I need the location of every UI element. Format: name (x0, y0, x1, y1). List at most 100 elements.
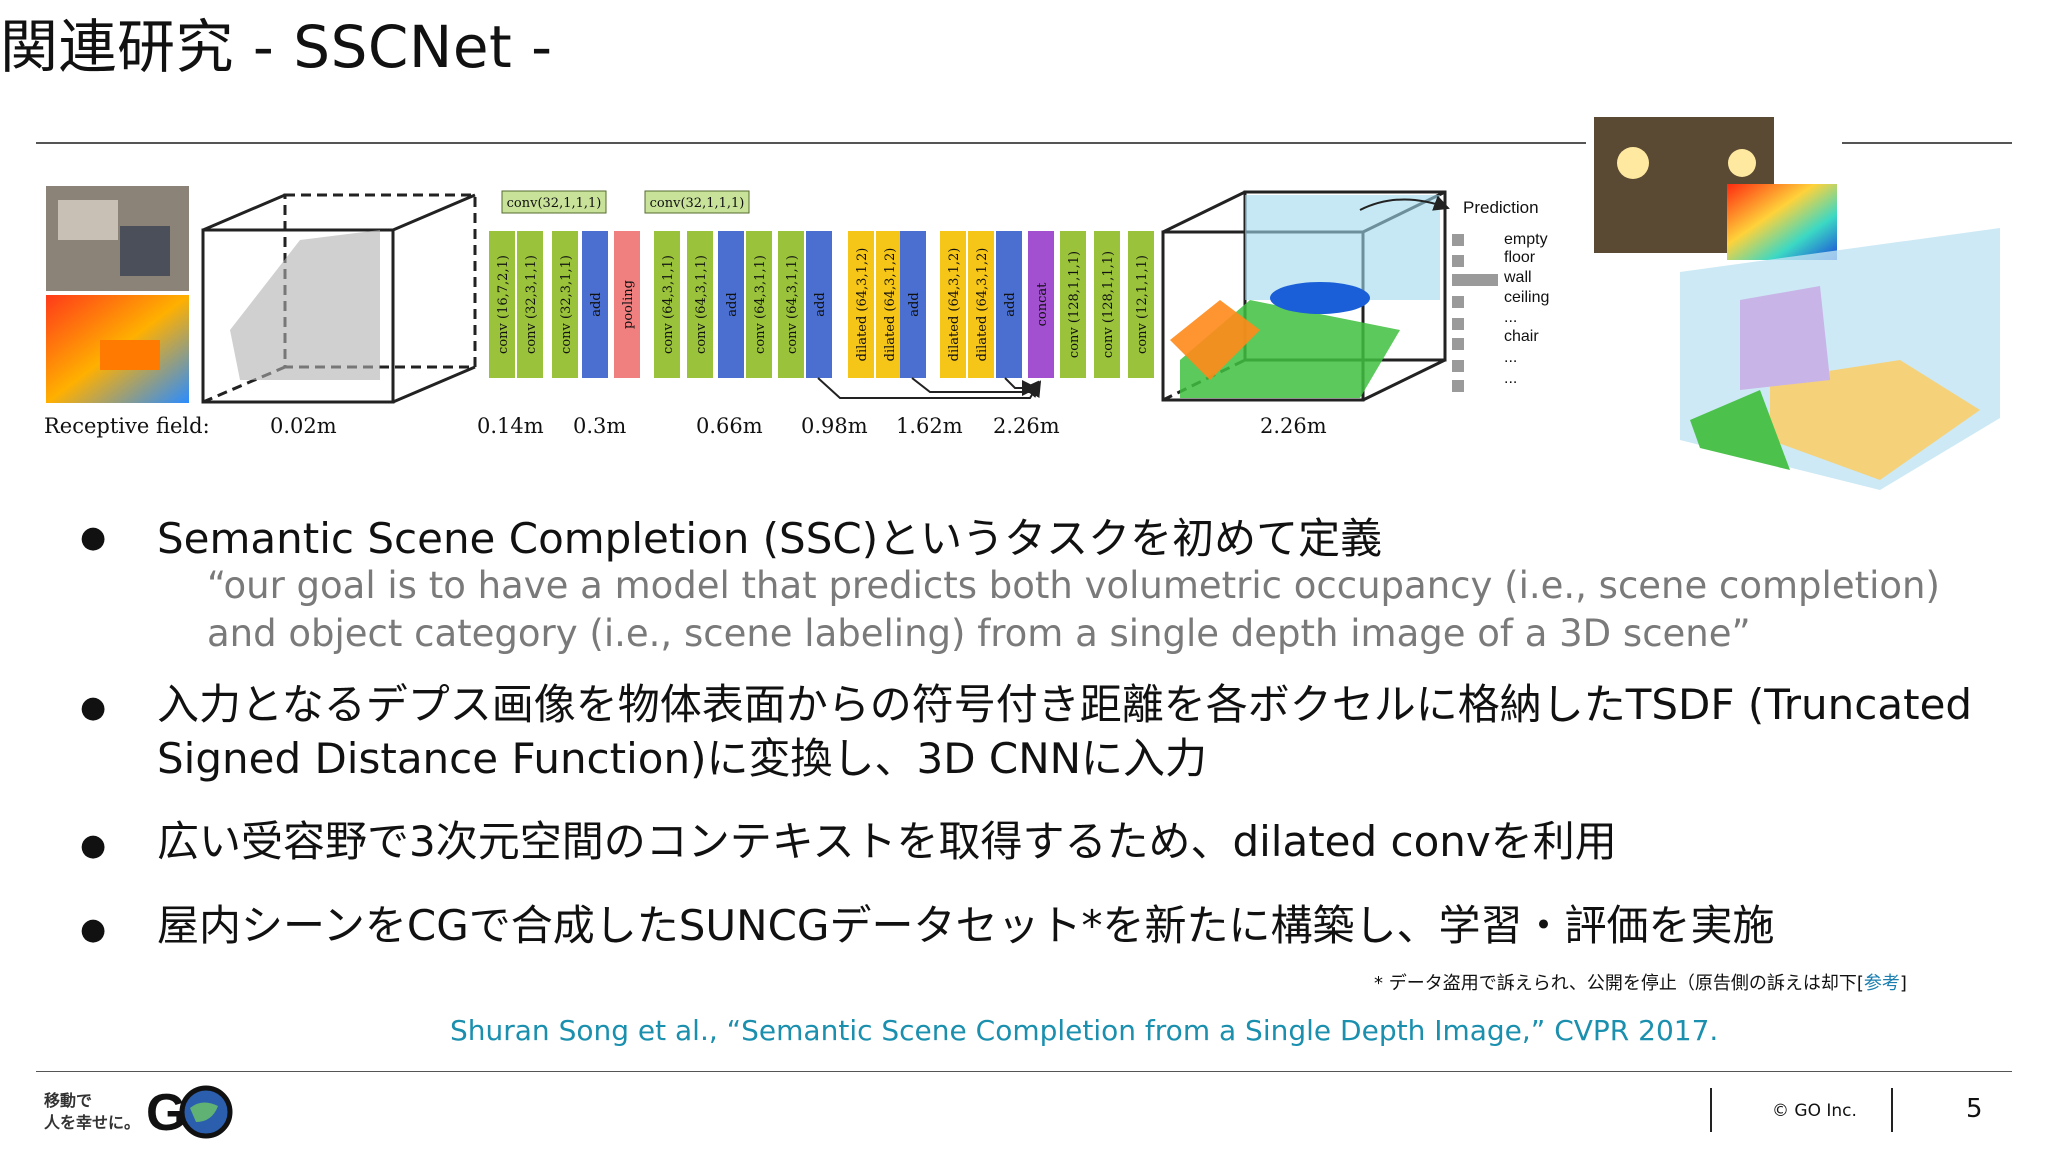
prediction-class: floor (1504, 249, 1536, 266)
prediction-class-list: emptyfloorwallceiling...chair...... (1452, 231, 1549, 392)
tsdf-points (230, 230, 380, 380)
layer-label: concat (1035, 282, 1050, 327)
bedroom-voxel-floor (1690, 390, 1790, 470)
tagline-line-2: 人を幸せに。 (44, 1113, 141, 1132)
footnote: * データ盗用で訴えられ、公開を停止（原告側の訴えは却下[参考] (1374, 969, 1907, 995)
layer-block (489, 231, 515, 378)
layer-block (718, 231, 744, 378)
output-voxels-table (1270, 282, 1370, 314)
bullet-3-line-1: 広い受容野で3次元空間のコンテキストを取得するため、dilated convを利… (157, 817, 1617, 866)
receptive-field-value: 0.66m (696, 414, 763, 438)
bullet-4-line-1: 屋内シーンをCGで合成したSUNCGデータセット*を新たに構築し、学習・評価を実… (157, 901, 1775, 950)
layer-label: conv (32,3,1,1) (524, 255, 539, 354)
bullet-marker: ● (80, 912, 107, 947)
layer-block (1128, 231, 1154, 378)
skip-connections (817, 377, 1042, 399)
prediction-bar (1452, 338, 1464, 350)
title-rule-left (36, 142, 1586, 144)
input-rgb-photo-detail (120, 226, 170, 276)
receptive-field-value: 2.26m (1260, 414, 1327, 438)
layer-label: conv (12,1,1,1) (1135, 255, 1150, 354)
footer-divider (1710, 1088, 1712, 1132)
prediction-bar (1452, 360, 1464, 372)
receptive-field-value: 1.62m (896, 414, 963, 438)
input-rgb-photo-detail (58, 200, 118, 240)
prediction-bar (1452, 318, 1464, 330)
network-layers: conv (16,7,2,1) conv (32,3,1,1) conv (32,3… (489, 231, 1154, 378)
layer-block (1094, 231, 1120, 378)
layer-block (1028, 231, 1054, 378)
footnote-reference-link[interactable]: 参考 (1863, 973, 1900, 994)
input-depth-image-detail (100, 340, 160, 370)
layer-block (517, 231, 543, 378)
prediction-bar (1452, 234, 1464, 246)
layer-label: add (1003, 292, 1018, 316)
output-voxels-wall (1245, 195, 1440, 300)
company-tagline: 移動で 人を幸せに。 (44, 1090, 154, 1134)
receptive-field-value: 0.02m (270, 414, 337, 438)
go-logo: G (146, 1084, 233, 1140)
layer-label: add (589, 292, 604, 316)
bedroom-photo-lamp (1617, 147, 1649, 179)
layer-block (654, 231, 680, 378)
layer-block (687, 231, 713, 378)
layer-block (900, 231, 926, 378)
layer-label: dilated (64,3,1,2) (855, 248, 870, 362)
footer-rule (36, 1071, 2012, 1072)
prediction-bar (1452, 380, 1464, 392)
layer-block (968, 231, 994, 378)
receptive-field-value: 2.26m (993, 414, 1060, 438)
prediction-title: Prediction (1463, 198, 1539, 217)
tagline-line-1: 移動で (44, 1091, 93, 1110)
layer-label: conv (16,7,2,1) (496, 255, 511, 354)
layer-label: conv (32,3,1,1) (559, 255, 574, 354)
layer-label: conv (128,1,1,1) (1067, 251, 1082, 358)
layer-label: dilated (64,3,1,2) (947, 248, 962, 362)
layer-label: pooling (621, 280, 636, 329)
footnote-text: * データ盗用で訴えられ、公開を停止（原告側の訴えは却下[ (1374, 973, 1864, 994)
receptive-field-value: 0.14m (477, 414, 544, 438)
conv-box-1-label: conv(32,1,1,1) (507, 196, 602, 211)
copyright: © GO Inc. (1772, 1101, 1857, 1121)
layer-block (806, 231, 832, 378)
layer-label: conv (64,3,1,1) (753, 255, 768, 354)
bullet-marker: ● (80, 520, 107, 555)
bullet-marker: ● (80, 690, 107, 725)
bullet-2-line-2: Signed Distance Function)に変換し、3D CNNに入力 (157, 734, 1208, 783)
receptive-field-label: Receptive field: (44, 414, 210, 438)
layer-label: dilated (64,3,1,2) (975, 248, 990, 362)
layer-block (848, 231, 874, 378)
layer-label: conv (64,3,1,1) (661, 255, 676, 354)
conv-box-1 (501, 190, 607, 214)
footer-divider (1891, 1088, 1893, 1132)
prediction-bar (1452, 274, 1498, 286)
layer-block (1060, 231, 1086, 378)
bullet-1-quote-line-1: “our goal is to have a model that predic… (207, 564, 1940, 607)
prediction-class: wall (1503, 269, 1532, 286)
bullet-1-line-1: Semantic Scene Completion (SSC)というタスクを初め… (157, 514, 1383, 563)
prediction-class: ceiling (1504, 289, 1549, 306)
footnote-close: ] (1899, 973, 1907, 994)
layer-block (996, 231, 1022, 378)
prediction-class: ... (1504, 349, 1517, 366)
conv-box-2 (644, 190, 750, 214)
sscnet-figure: conv(32,1,1,1) conv(32,1,1,1) conv (16,7… (44, 117, 2000, 490)
prediction-class: empty (1504, 231, 1548, 248)
bedroom-depth-image (1727, 184, 1837, 260)
title-rule-right (1842, 142, 2012, 144)
layer-label: conv (128,1,1,1) (1101, 251, 1116, 358)
layer-block (582, 231, 608, 378)
prediction-class: chair (1504, 328, 1539, 345)
slide-title: 関連研究 - SSCNet - (0, 13, 553, 81)
citation: Shuran Song et al., “Semantic Scene Comp… (450, 1014, 1719, 1047)
output-voxels-orange (1170, 300, 1260, 380)
conv-box-2-label: conv(32,1,1,1) (650, 196, 745, 211)
bullet-2-line-1: 入力となるデプス画像を物体表面からの符号付き距離を各ボクセルに格納したTSDF … (157, 680, 1973, 729)
layer-label: add (725, 292, 740, 316)
layer-block (778, 231, 804, 378)
receptive-field-value: 0.98m (801, 414, 868, 438)
layer-label: dilated (64,3,1,2) (883, 248, 898, 362)
bullet-marker: ● (80, 828, 107, 863)
layer-block (876, 231, 902, 378)
